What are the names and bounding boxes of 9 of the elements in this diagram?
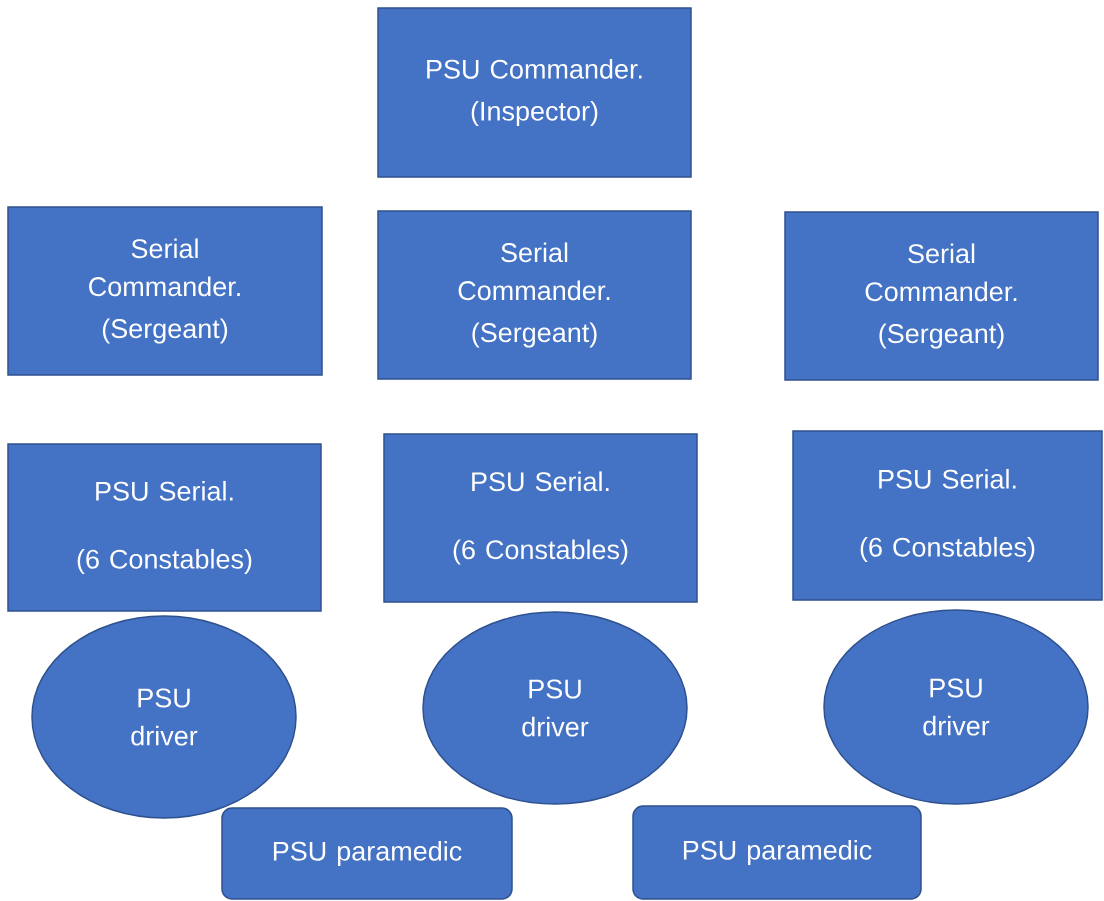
sergeant-box: Serial Commander. (Sergeant) <box>7 206 323 376</box>
sergeant-box: Serial Commander. (Sergeant) <box>784 211 1099 381</box>
sergeant-box: Serial Commander. (Sergeant) <box>377 210 692 380</box>
serial-box: PSU Serial. (6 Constables) <box>383 433 698 603</box>
serial-box: PSU Serial. (6 Constables) <box>792 430 1103 601</box>
paramedic-box: PSU paramedic <box>632 805 922 900</box>
paramedic-box: PSU paramedic <box>221 807 513 900</box>
serial-box: PSU Serial. (6 Constables) <box>7 443 322 612</box>
commander-box: PSU Commander. (Inspector) <box>377 7 692 178</box>
